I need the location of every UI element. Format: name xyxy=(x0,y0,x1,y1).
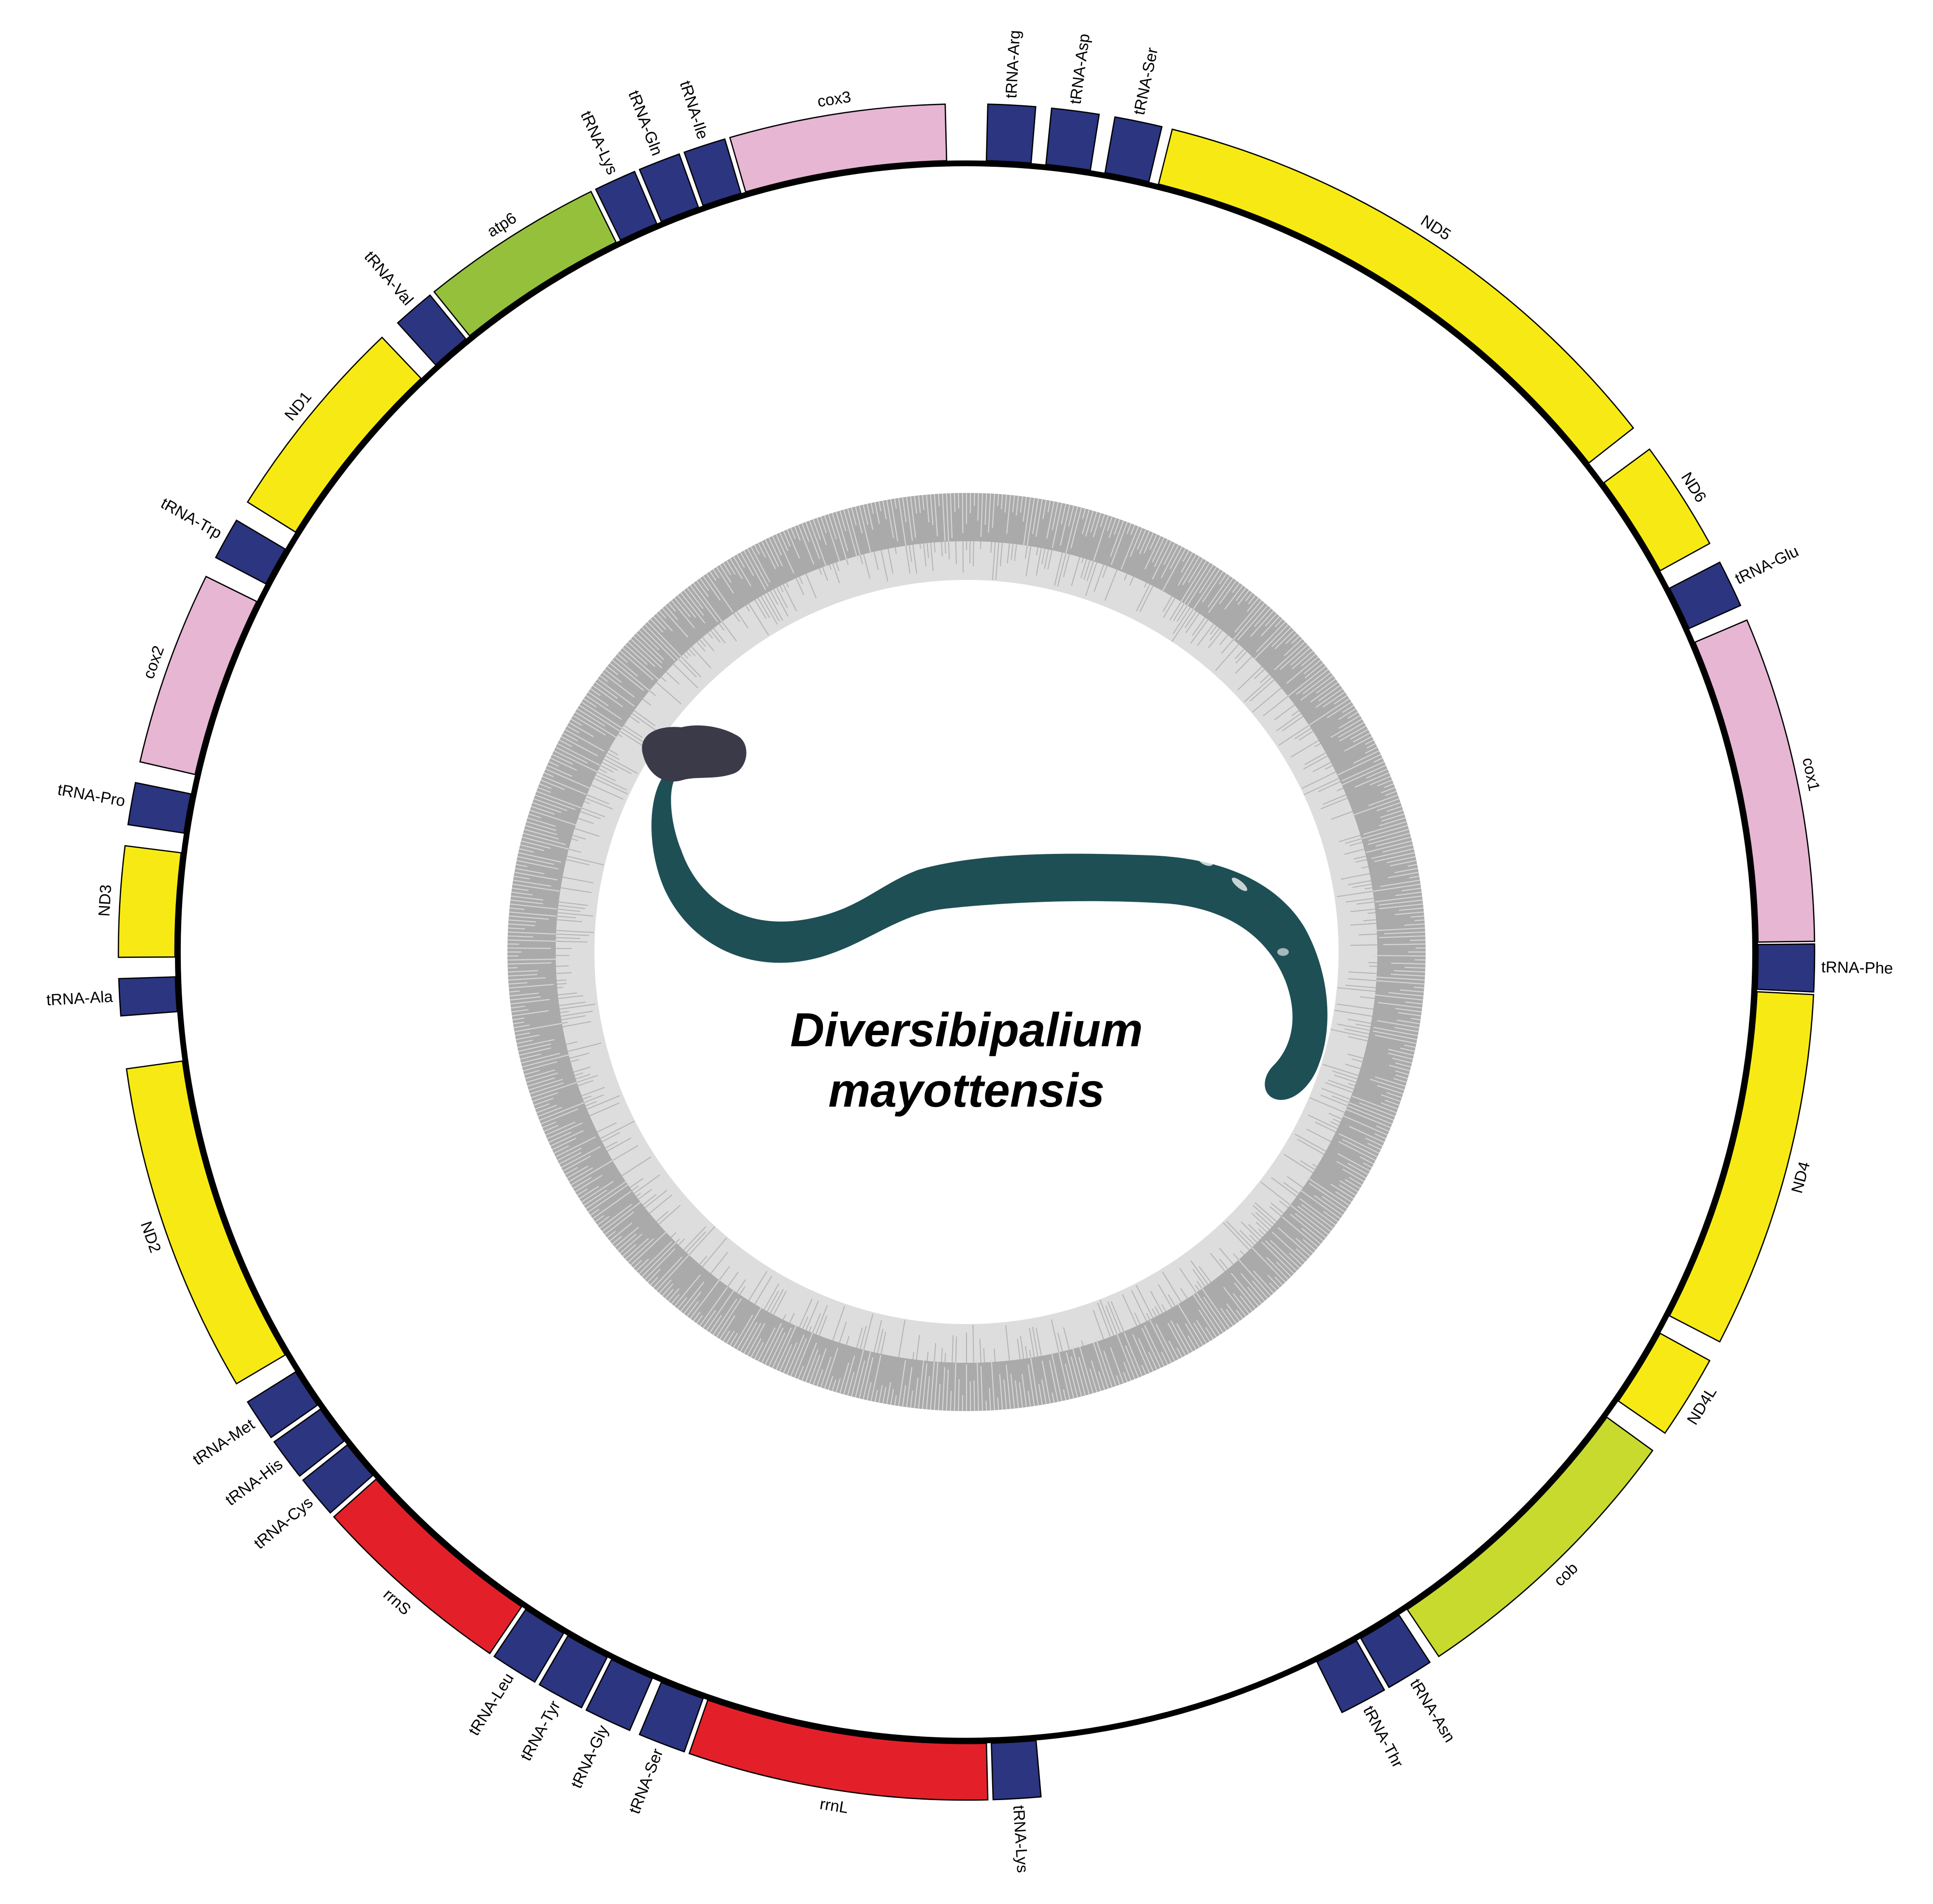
gene-label-trna-his: tRNA-His xyxy=(222,1455,286,1509)
gene-segment-nd1 xyxy=(246,336,422,533)
gene-segment-trna-his xyxy=(273,1408,345,1477)
gene-segment-trna-gln xyxy=(638,153,699,223)
gene-segment-cox2 xyxy=(139,576,258,776)
gene-label-trna-phe: tRNA-Phe xyxy=(1821,958,1893,977)
gene-segment-trna-cys xyxy=(302,1444,374,1514)
gene-label-trna-thr: tRNA-Thr xyxy=(1360,1702,1407,1770)
gene-segment-trna-ser xyxy=(1104,116,1163,183)
gene-label-nd3: ND3 xyxy=(95,884,115,917)
worm-head xyxy=(642,725,747,782)
gene-segment-nd4 xyxy=(1669,991,1815,1343)
flatworm-photo xyxy=(642,725,1327,1100)
gene-segment-nd2 xyxy=(126,1060,286,1385)
worm-highlight xyxy=(1198,856,1213,866)
gene-segment-rrnl xyxy=(688,1699,989,1801)
gene-segment-nd5 xyxy=(1157,128,1634,464)
gene-label-nd4: ND4 xyxy=(1788,1160,1813,1195)
gene-label-trna-lys: tRNA-Lys xyxy=(577,108,622,177)
gene-label-trna-ala: tRNA-Ala xyxy=(46,987,114,1009)
gene-label-trna-gln: tRNA-Gln xyxy=(625,88,666,158)
gene-segment-trna-phe xyxy=(1756,943,1816,993)
gene-label-trna-gly: tRNA-Gly xyxy=(567,1722,612,1791)
gene-segment-trna-asp xyxy=(1045,107,1100,171)
gene-segment-trna-lys xyxy=(595,171,658,241)
gene-track xyxy=(117,103,1816,1801)
gene-label-trna-ser: tRNA-Ser xyxy=(625,1746,666,1816)
gene-label-rrnl: rrnL xyxy=(819,1795,850,1817)
gene-segment-trna-met xyxy=(246,1371,318,1439)
gene-label-trna-cys: tRNA-Cys xyxy=(250,1493,316,1553)
species-name-line1: Diversibipalium xyxy=(790,1003,1143,1056)
gene-label-trna-trp: tRNA-Trp xyxy=(158,494,225,542)
gene-label-nd2: ND2 xyxy=(137,1219,165,1255)
gene-segment-cob xyxy=(1406,1416,1654,1658)
gene-label-trna-asn: tRNA-Asn xyxy=(1407,1675,1459,1745)
gene-segment-atp6 xyxy=(433,190,617,337)
gc-content-ring xyxy=(507,492,1426,1412)
gene-segment-trna-asn xyxy=(1360,1614,1431,1688)
worm-body xyxy=(651,773,1327,1100)
gene-segment-nd4l xyxy=(1617,1332,1711,1434)
gene-segment-trna-ile xyxy=(683,138,742,207)
gene-segment-nd3 xyxy=(117,845,182,958)
gene-segment-trna-lys xyxy=(991,1740,1042,1801)
gene-segment-trna-trp xyxy=(215,519,286,585)
species-name-line2: mayottensis xyxy=(828,1064,1105,1117)
gene-label-trna-leu: tRNA-Leu xyxy=(465,1670,518,1738)
genome-backbone-circle xyxy=(175,160,1758,1744)
worm-highlight xyxy=(1277,948,1289,956)
gene-segment-nd6 xyxy=(1603,448,1711,572)
gene-segment-trna-leu xyxy=(493,1608,564,1683)
gene-label-trna-pro: tRNA-Pro xyxy=(57,780,127,810)
gene-segment-trna-glu xyxy=(1669,561,1742,630)
worm-highlight xyxy=(1232,878,1247,891)
gene-label-trna-ser: tRNA-Ser xyxy=(1130,46,1161,116)
gene-segment-cox3 xyxy=(729,103,948,193)
gene-label-cox2: cox2 xyxy=(139,643,167,681)
gene-segment-trna-tyr xyxy=(538,1635,608,1709)
gene-label-cox1: cox1 xyxy=(1799,756,1824,793)
gene-label-cox3: cox3 xyxy=(816,87,852,110)
gene-segment-trna-val xyxy=(397,294,467,366)
gene-label-trna-lys: tRNA-Lys xyxy=(1010,1805,1032,1874)
gene-label-trna-met: tRNA-Met xyxy=(189,1415,258,1469)
gene-label-trna-val: tRNA-Val xyxy=(361,247,417,309)
gene-segment-rrns xyxy=(333,1478,523,1655)
gene-segment-trna-thr xyxy=(1316,1640,1385,1714)
gene-label-trna-glu: tRNA-Glu xyxy=(1732,542,1801,588)
gc-content-ring-inner xyxy=(556,541,1377,1363)
gene-label-trna-asp: tRNA-Asp xyxy=(1066,32,1093,105)
gc-content-ticks xyxy=(507,492,1426,1412)
gene-segment-trna-ser xyxy=(638,1681,704,1753)
gene-segment-cox1 xyxy=(1694,619,1816,943)
gene-label-trna-ile: tRNA-Ile xyxy=(677,78,712,141)
gene-segment-trna-arg xyxy=(985,103,1037,164)
gene-segment-trna-gly xyxy=(585,1659,653,1731)
gene-label-trna-tyr: tRNA-Tyr xyxy=(517,1698,563,1764)
gene-segment-trna-ala xyxy=(118,976,178,1017)
gene-segment-trna-pro xyxy=(127,781,192,834)
gene-label-trna-arg: tRNA-Arg xyxy=(1002,29,1023,99)
worm-highlight xyxy=(1111,834,1132,841)
